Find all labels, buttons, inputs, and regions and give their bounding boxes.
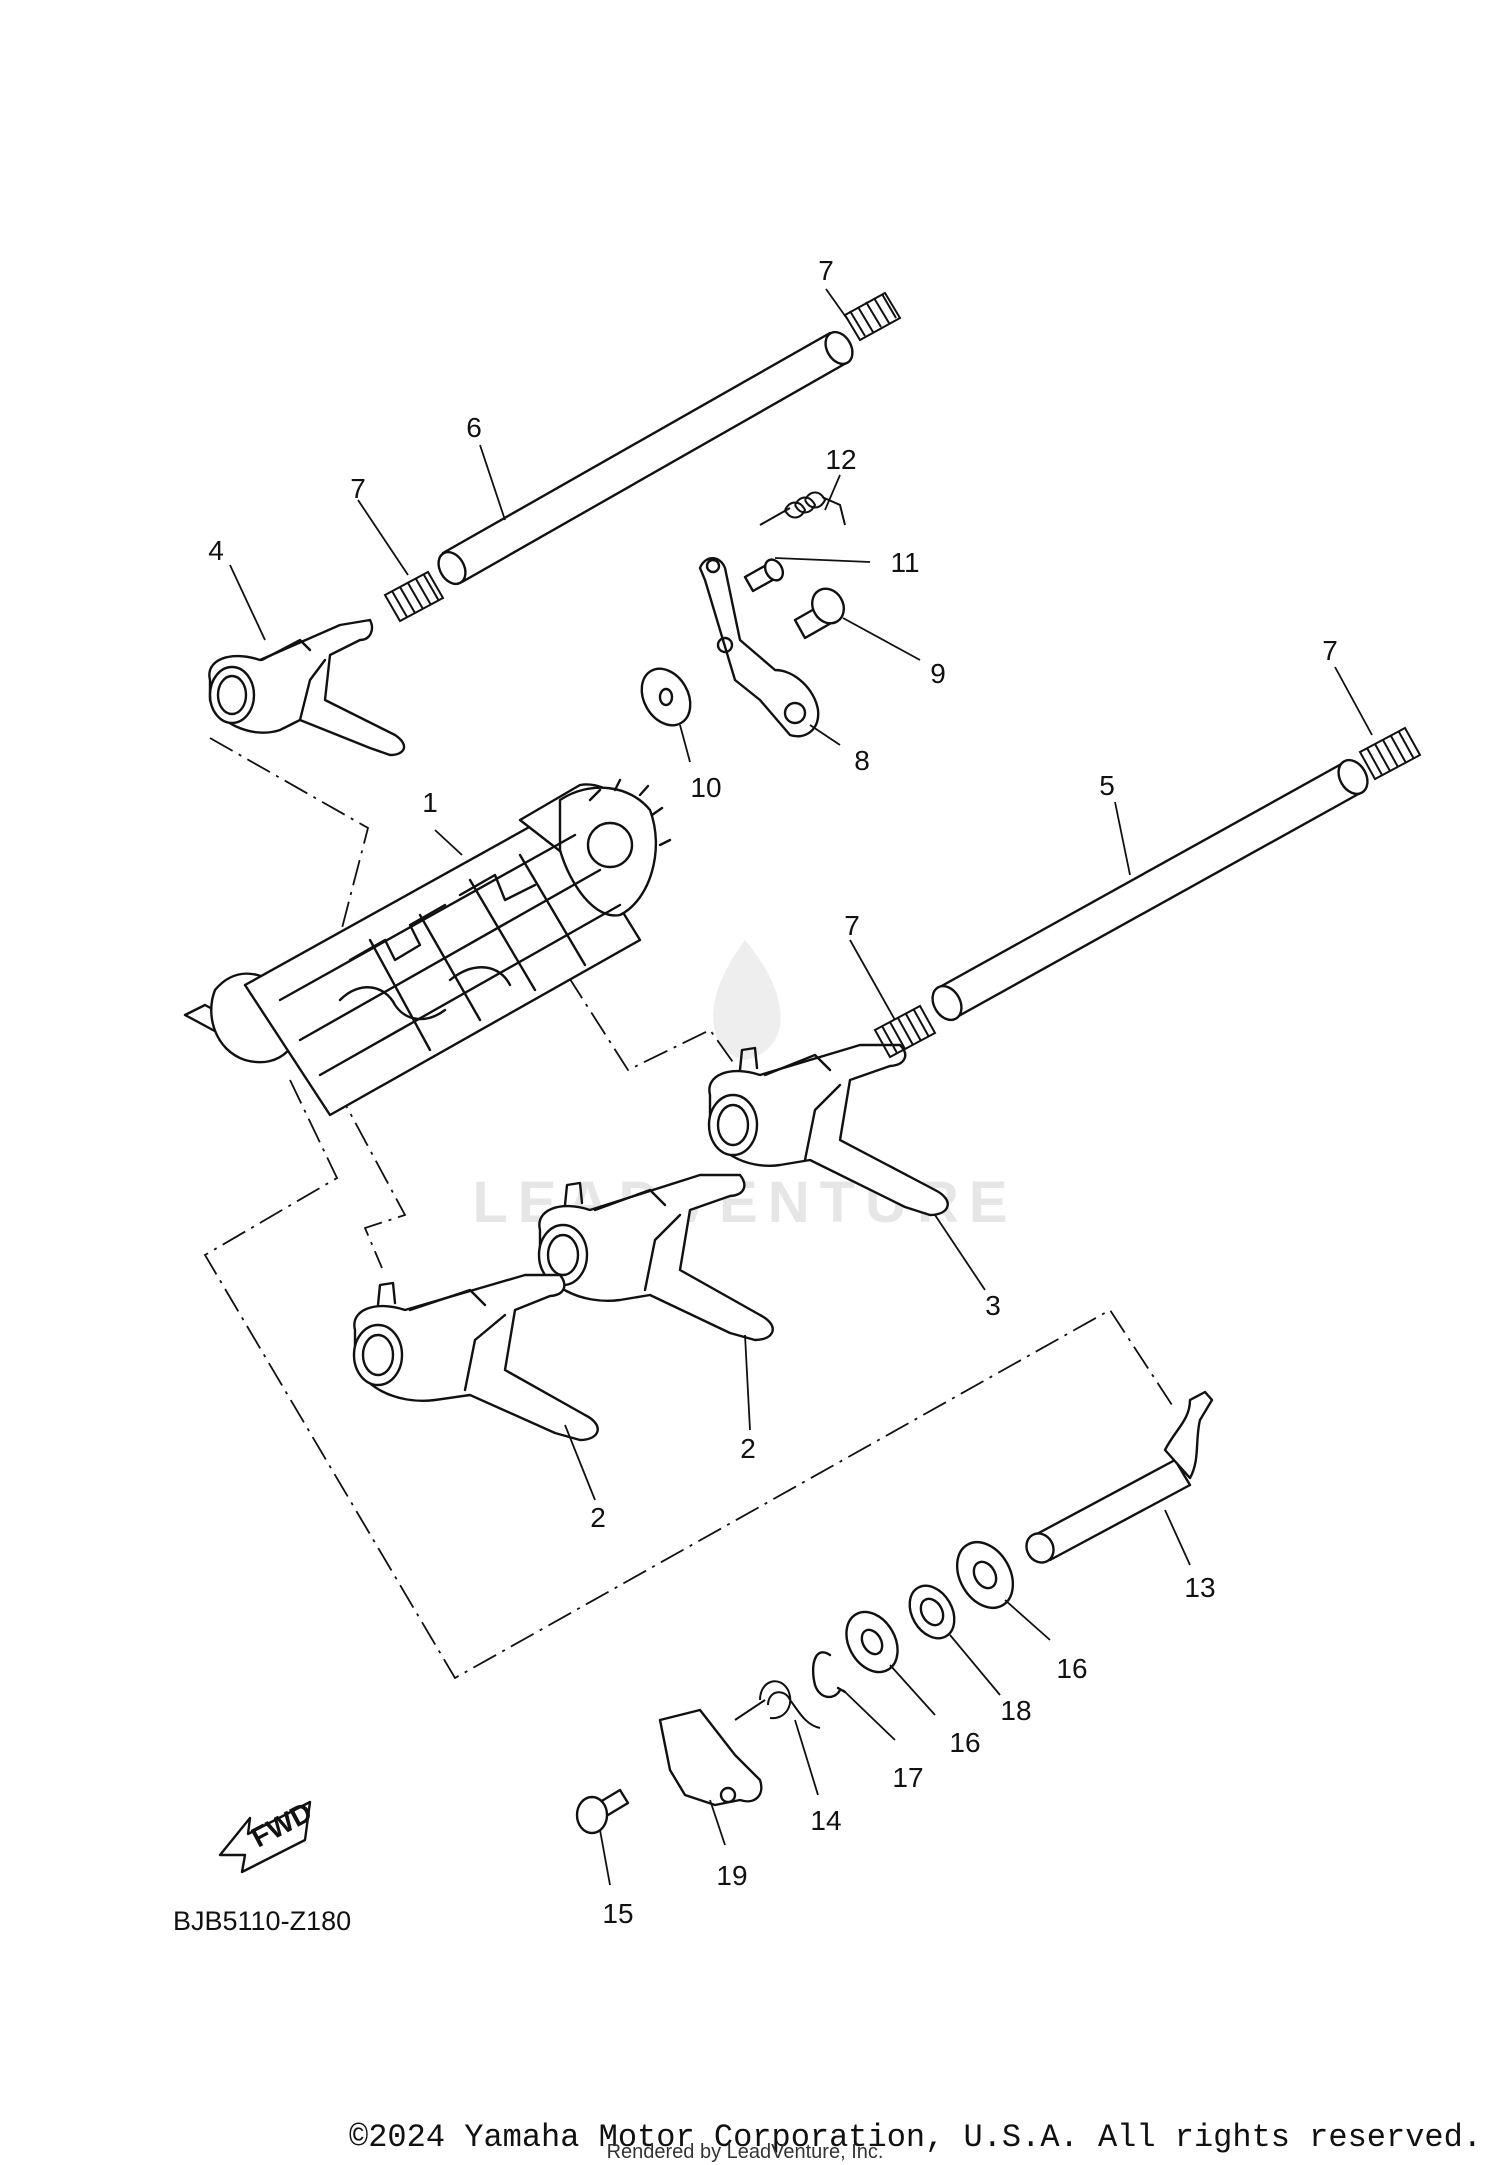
diagram-code: BJB5110-Z180 xyxy=(173,1906,351,1936)
callout-10: 10 xyxy=(690,772,721,803)
washer-16-right xyxy=(955,1541,1015,1609)
shift-fork-2-lower xyxy=(352,1273,599,1442)
callout-7: 7 xyxy=(844,910,860,941)
callout-14: 14 xyxy=(810,1805,841,1836)
shift-fork-2-upper xyxy=(537,1173,774,1342)
shift-fork-3 xyxy=(707,1043,949,1217)
callout-18: 18 xyxy=(1000,1695,1031,1726)
callout-7: 7 xyxy=(1322,635,1338,666)
callout-2: 2 xyxy=(740,1433,756,1464)
spring-7-top-left xyxy=(383,570,445,623)
callout-17: 17 xyxy=(892,1762,923,1793)
spring-12 xyxy=(759,491,846,526)
callout-19: 19 xyxy=(716,1860,747,1891)
callout-9: 9 xyxy=(930,658,946,689)
callout-7: 7 xyxy=(350,473,366,504)
circlip-17 xyxy=(811,1651,847,1699)
washer-16-left xyxy=(845,1610,899,1674)
shift-drum xyxy=(183,778,672,1117)
callout-15: 15 xyxy=(602,1898,633,1929)
shift-fork-shaft-5 xyxy=(931,758,1369,1022)
copyright-text: ©2024 Yamaha Motor Corporation, U.S.A. A… xyxy=(349,2119,1482,2156)
callout-5: 5 xyxy=(1099,770,1115,801)
forward-arrow-icon: FWD xyxy=(218,1796,317,1874)
callout-12: 12 xyxy=(825,444,856,475)
assembly-lines xyxy=(203,737,1173,1680)
callout-13: 13 xyxy=(1184,1572,1215,1603)
bolt-15 xyxy=(575,1788,630,1835)
spring-7-right xyxy=(1358,726,1422,781)
callout-6: 6 xyxy=(466,412,482,443)
callout-3: 3 xyxy=(985,1290,1001,1321)
callout-16: 16 xyxy=(949,1727,980,1758)
bolt-9 xyxy=(793,587,846,640)
spring-7-top-right xyxy=(843,291,902,342)
collar-11 xyxy=(743,558,785,593)
callout-16: 16 xyxy=(1056,1653,1087,1684)
leader-lines xyxy=(229,288,1373,1886)
shift-fork-4 xyxy=(208,618,406,757)
return-spring-14 xyxy=(734,1680,821,1729)
callout-labels: 1 2 2 3 4 5 6 7 7 7 7 8 9 10 11 12 13 14… xyxy=(208,255,1338,1929)
callout-7: 7 xyxy=(818,255,834,286)
callout-4: 4 xyxy=(208,535,224,566)
callout-11: 11 xyxy=(890,547,919,578)
washer-10 xyxy=(640,667,692,727)
rendered-by-text: Rendered by LeadVenture, Inc. xyxy=(607,2141,884,2163)
callout-1: 1 xyxy=(422,787,438,818)
callout-8: 8 xyxy=(854,745,870,776)
oil-seal-18 xyxy=(908,1584,956,1640)
spring-7-mid xyxy=(873,1004,937,1059)
shift-fork-shaft-6 xyxy=(437,330,854,586)
callout-2: 2 xyxy=(590,1502,606,1533)
stopper-lever xyxy=(698,557,820,738)
bracket-19 xyxy=(658,1708,763,1807)
shift-shaft-13 xyxy=(1025,1390,1214,1564)
